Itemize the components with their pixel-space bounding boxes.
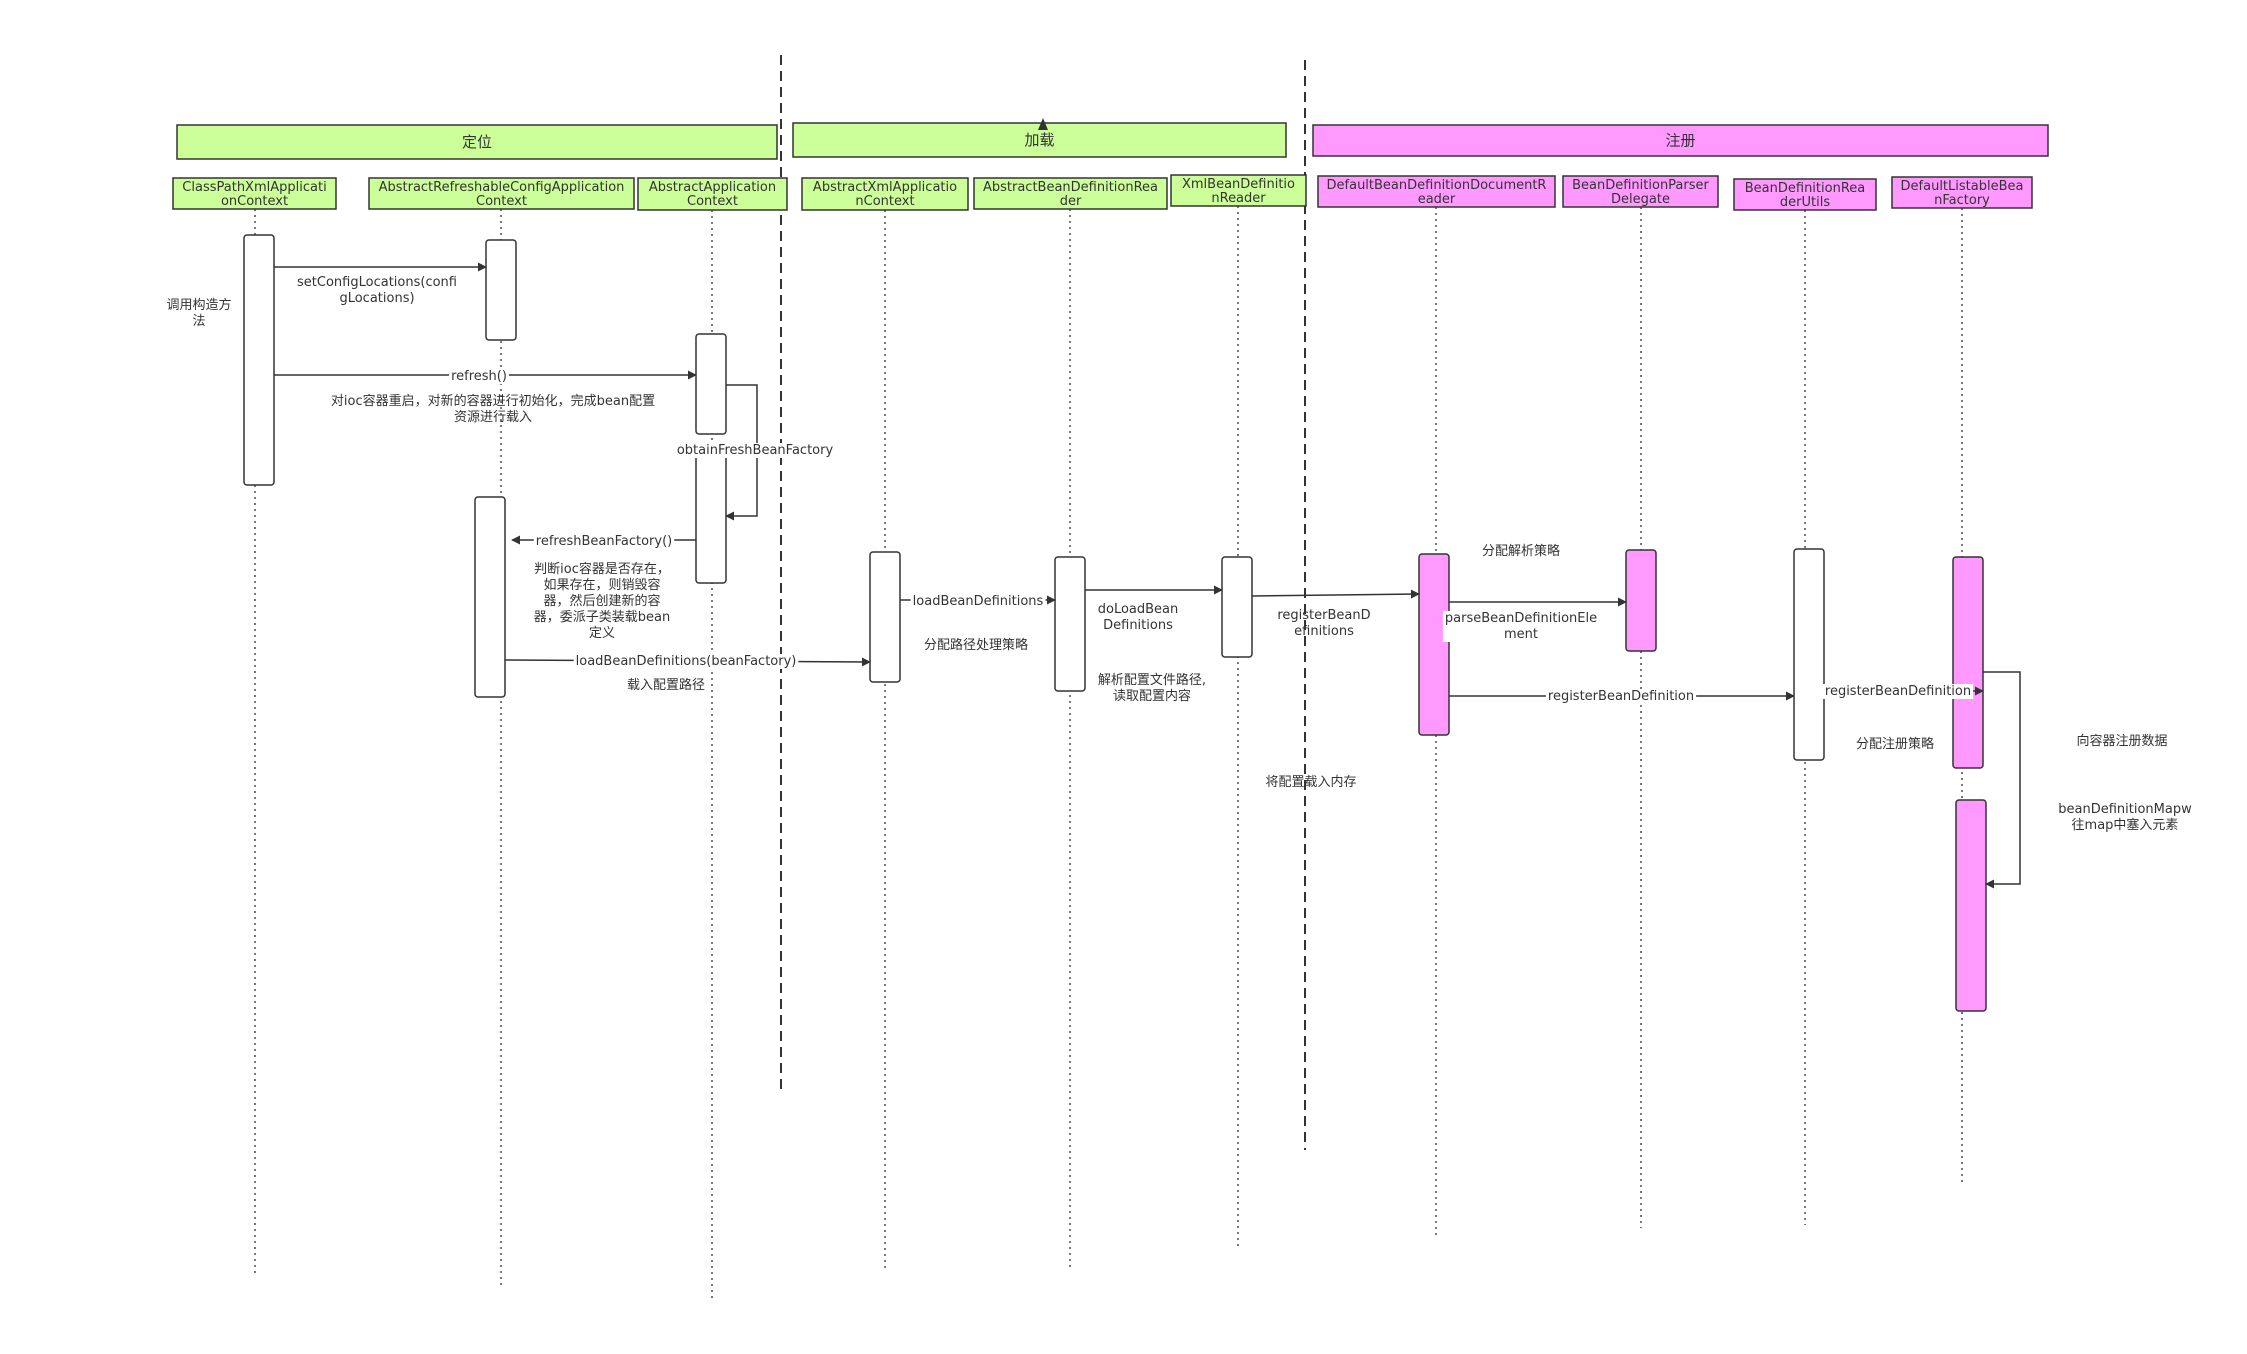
note-n8: 分配解析策略 [1482,543,1560,559]
phase-arrow-icon [1038,118,1048,130]
activation-p6 [1221,556,1253,658]
message-label-m9-bg [1442,611,1600,642]
message-label-m2-bg [449,369,509,384]
activation-p5 [1054,556,1086,692]
activation-p7 [1418,553,1450,736]
participant-box-p3 [637,177,788,211]
activation-p3-a [695,333,727,435]
message-label-m2: refresh() [451,369,507,384]
participant-box-p4 [801,177,969,211]
phase-label-2: 加载 [1024,131,1054,149]
note-n1: 调用构造方法 [166,297,231,329]
participant-box-p2 [368,177,635,210]
message-label-m4: refreshBeanFactory() [536,534,672,549]
phase-label-3: 注册 [1665,132,1695,150]
participant-box-p7 [1317,175,1556,208]
participant-box-p5 [973,177,1168,210]
participant-box-p10 [1891,176,2033,209]
activation-p10-a [1952,556,1984,769]
note-n9: 分配注册策略 [1856,736,1934,752]
activation-p2-b [474,496,506,698]
note-n6: 解析配置文件路径,读取配置内容 [1098,672,1206,704]
message-label-m3-bg [674,443,836,458]
message-label-m10-bg [1545,689,1697,704]
note-n3: 判断ioc容器是否存在，如果存在，则销毁容器，然后创建新的容器，委派子类装载be… [534,561,670,641]
note-n10: 向容器注册数据 [2076,733,2167,749]
arrow-loop-p10 [1983,671,2021,889]
participant-box-p9 [1733,178,1877,211]
phase-label-1: 定位 [462,133,492,151]
activation-p3-b [695,449,727,584]
note-n5: 分配路径处理策略 [924,637,1028,653]
message-label-m11-bg [1822,684,1974,699]
message-label-m4-bg [533,534,675,549]
message-label-m10: registerBeanDefinition [1548,689,1694,704]
message-label-m6: loadBeanDefinitions [913,594,1044,609]
participant-box-p6 [1170,174,1307,207]
phase-bar-3 [1312,124,2049,157]
message-label-m5-bg [573,654,799,669]
note-n4: 载入配置路径 [627,677,705,693]
activation-p2-a [485,239,517,341]
message-label-m3: obtainFreshBeanFactory [677,443,834,458]
activation-p10-b [1955,799,1987,1012]
message-label-m11: registerBeanDefinition [1825,684,1971,699]
activation-p8 [1625,549,1657,652]
participant-box-p8 [1562,175,1719,208]
arrow-m8 [1251,589,1420,599]
phase-bar-1 [176,124,778,160]
message-label-m5: loadBeanDefinitions(beanFactory) [576,654,797,669]
message-label-m6-bg [910,594,1046,609]
note-n7: 将配置载入内存 [1265,774,1356,790]
activation-p4 [869,551,901,683]
note-n2: 对ioc容器重启，对新的容器进行初始化，完成bean配置资源进行载入 [331,393,655,425]
participant-box-p1 [172,177,337,210]
activation-p1 [243,234,275,486]
activation-p9 [1793,548,1825,761]
